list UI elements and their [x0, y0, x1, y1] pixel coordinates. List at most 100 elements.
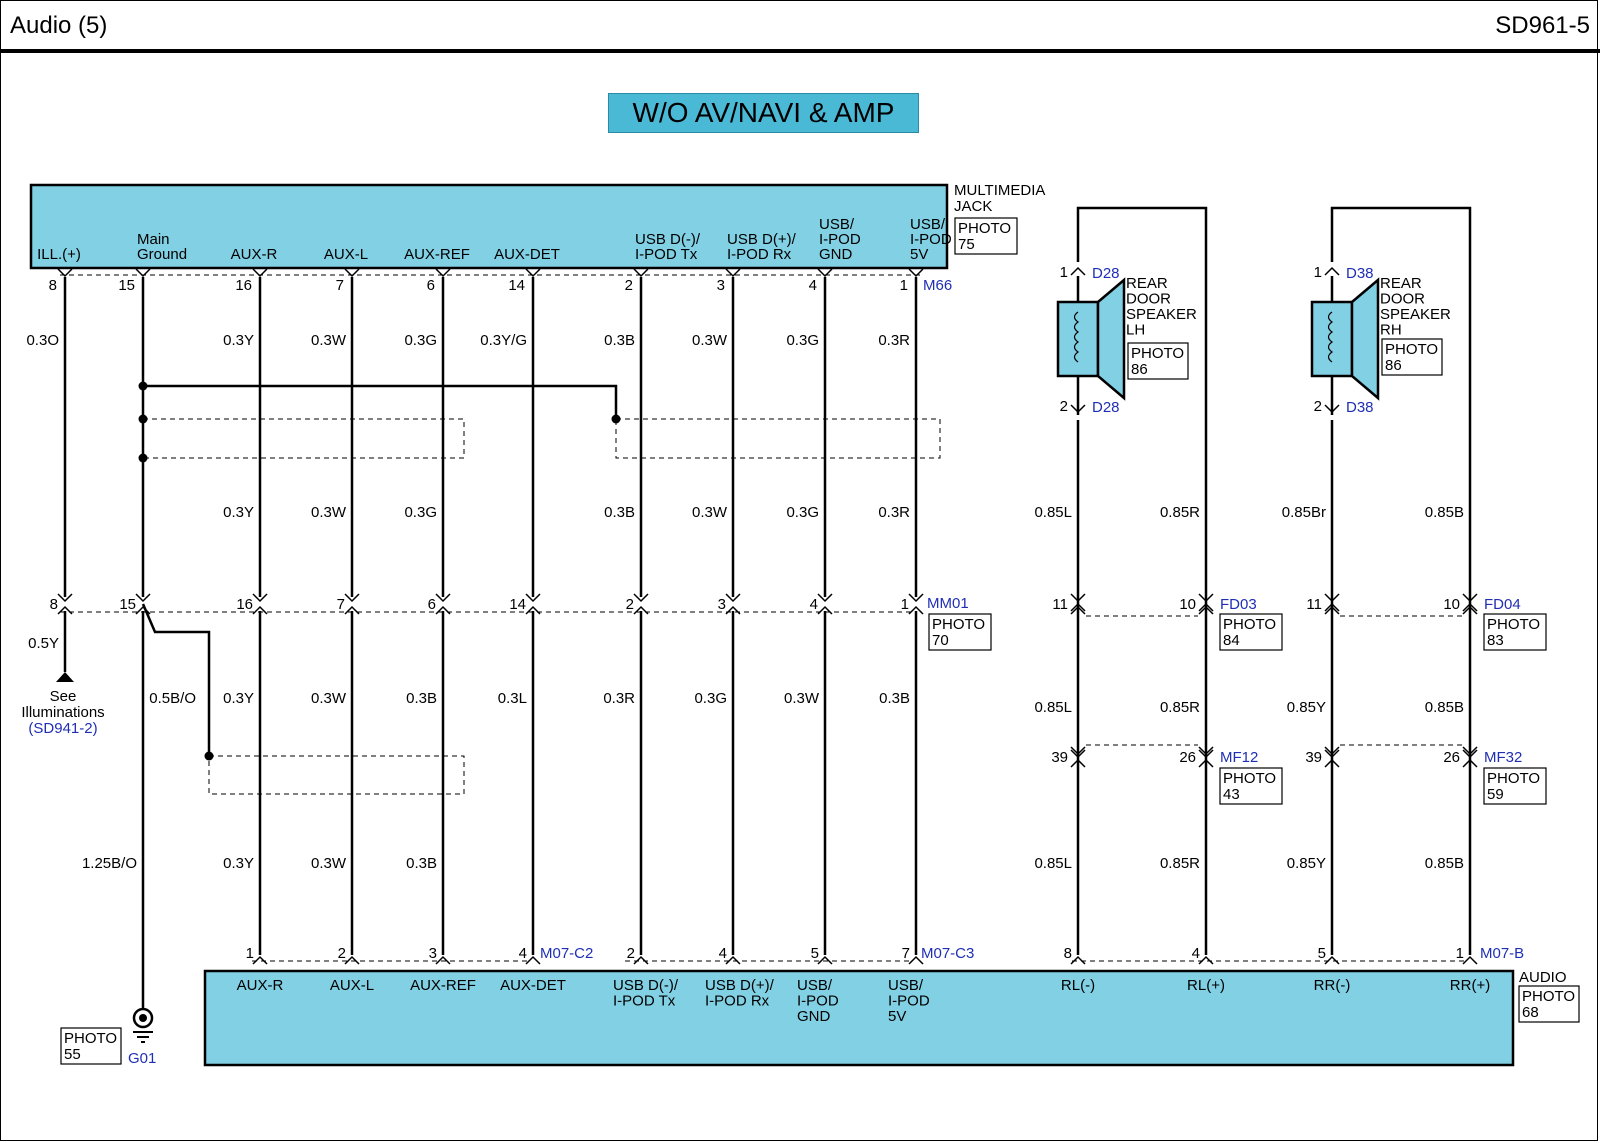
connector-chevron — [1324, 593, 1340, 603]
connector-chevron — [633, 955, 649, 965]
photo-label: PHOTO — [1487, 770, 1540, 787]
photo-number: 55 — [64, 1046, 81, 1063]
connector-id-m07-b: M07-B — [1480, 945, 1524, 962]
connector-chevron — [1324, 602, 1340, 612]
shield-aux — [143, 418, 465, 459]
jack-pin-number: 6 — [427, 277, 435, 294]
connector-id-m07-c3: M07-C3 — [921, 945, 974, 962]
connector-chevron — [1198, 746, 1214, 756]
audio-pin-label: RR(+) — [1450, 977, 1490, 994]
photo-label: PHOTO — [958, 220, 1011, 237]
connector-chevron — [725, 593, 741, 603]
connector-chevron — [725, 605, 741, 615]
wire-spec-upper: 0.3G — [404, 332, 437, 349]
speaker-name: REAR — [1380, 275, 1422, 292]
photo-label: PHOTO — [932, 616, 985, 633]
wire-spec-mid: 0.3W — [692, 504, 728, 521]
audio-pin-label: AUX-REF — [410, 977, 476, 994]
connector-chevron — [135, 268, 151, 278]
wire-spec-mid: 0.3R — [878, 504, 910, 521]
page-title: Audio (5) — [10, 12, 108, 39]
mm01-pin-number: 8 — [50, 596, 58, 613]
header-rule — [0, 49, 1600, 53]
connector-chevron — [817, 268, 833, 278]
shield-aux-lower — [208, 755, 465, 795]
connector-chevron — [1324, 404, 1340, 414]
speaker-magnet — [1056, 300, 1100, 378]
speaker-name: SPEAKER — [1126, 306, 1197, 323]
audio-pin-label: I-POD — [797, 993, 839, 1010]
connector-chevron — [1070, 758, 1086, 768]
wire-spec-lower: 0.3B — [879, 690, 910, 707]
audio-pin-label: AUX-L — [330, 977, 374, 994]
audio-pin-label: USB/ — [888, 977, 924, 994]
wire-spec-upper: 0.3W — [692, 332, 728, 349]
wire-spec-upper: 0.3Y/G — [480, 332, 527, 349]
connector-chevron — [633, 605, 649, 615]
connector-chevron — [1462, 955, 1478, 965]
audio-name: AUDIO — [1519, 969, 1567, 986]
connector-chevron — [1070, 746, 1086, 756]
jack-pin-number: 16 — [235, 277, 252, 294]
audio-pin-label: USB/ — [797, 977, 833, 994]
connector-chevron — [57, 605, 73, 615]
speaker-pin: 1 — [1314, 264, 1322, 281]
audio-pin-label: I-POD Rx — [705, 993, 770, 1010]
connector-chevron — [525, 268, 541, 278]
shield-ground-lower — [141, 603, 211, 756]
speaker-cone-icon — [1350, 277, 1380, 401]
photo-number: 75 — [958, 236, 975, 253]
speaker-coil-icon — [1073, 311, 1080, 363]
speaker-wire-spec: 0.85L — [1034, 699, 1072, 716]
speaker-name: REAR — [1126, 275, 1168, 292]
speaker-wire-spec: 0.85Br — [1282, 504, 1326, 521]
connector-chevron — [344, 593, 360, 603]
mm01-pin-number: 2 — [626, 596, 634, 613]
connector-chevron — [252, 268, 268, 278]
junction-dot — [138, 453, 148, 463]
jack-pin-label: Ground — [137, 246, 187, 263]
mm01-photo — [928, 613, 992, 651]
wire-spec-upper: 0.3G — [786, 332, 819, 349]
speaker-name: DOOR — [1380, 291, 1425, 308]
diagram-labels: MULTIMEDIAJACKPHOTO75M66ILL.(+)8MainGrou… — [21, 182, 1575, 1067]
audio-pin-label: GND — [797, 1008, 831, 1025]
audio-pin-label: RL(+) — [1187, 977, 1225, 994]
connector-chevron — [57, 268, 73, 278]
audio-pin-label: RL(-) — [1061, 977, 1095, 994]
speaker-wire-spec: 0.85L — [1034, 504, 1072, 521]
connector-chevron — [1324, 746, 1340, 756]
audio-pin-number: 5 — [811, 945, 819, 962]
connector-chevron — [817, 605, 833, 615]
connector-chevron — [817, 955, 833, 965]
connector-chevron — [908, 605, 924, 615]
jack-pin-number: 15 — [118, 277, 135, 294]
speaker-coil-icon — [1327, 311, 1334, 363]
multimedia-jack-photo — [954, 217, 1018, 255]
audio-pin-number: 4 — [719, 945, 727, 962]
speaker-wire-spec: 0.85R — [1160, 699, 1200, 716]
connector-chevron — [817, 593, 833, 603]
connector-chevron — [633, 593, 649, 603]
photo-label: PHOTO — [1131, 345, 1184, 362]
wire-spec-mid: 0.3G — [404, 504, 437, 521]
mm01-pin-number: 15 — [119, 596, 136, 613]
illumination-ref: See — [50, 688, 77, 705]
connector-chevron — [1070, 266, 1086, 276]
mm01-pin-number: 1 — [901, 596, 909, 613]
jack-pin-label: AUX-L — [324, 246, 368, 263]
connector-chevron — [1198, 593, 1214, 603]
wire-spec-lower: 0.3B — [406, 690, 437, 707]
jack-pin-label: USB D(+)/ — [727, 231, 797, 248]
connector-chevron — [1324, 749, 1340, 759]
connector-chevron — [1198, 605, 1214, 615]
audio-pin-number: 2 — [627, 945, 635, 962]
wire-spec-mid: 0.3B — [604, 504, 635, 521]
connector-chevron — [1070, 593, 1086, 603]
connector-chevron — [1070, 404, 1086, 414]
mm01-pin-number: 3 — [718, 596, 726, 613]
fd03-pin: 10 — [1179, 596, 1196, 613]
speaker-wire-spec: 0.85B — [1425, 504, 1464, 521]
connector-chevron — [1198, 602, 1214, 612]
connector-chevron — [252, 605, 268, 615]
